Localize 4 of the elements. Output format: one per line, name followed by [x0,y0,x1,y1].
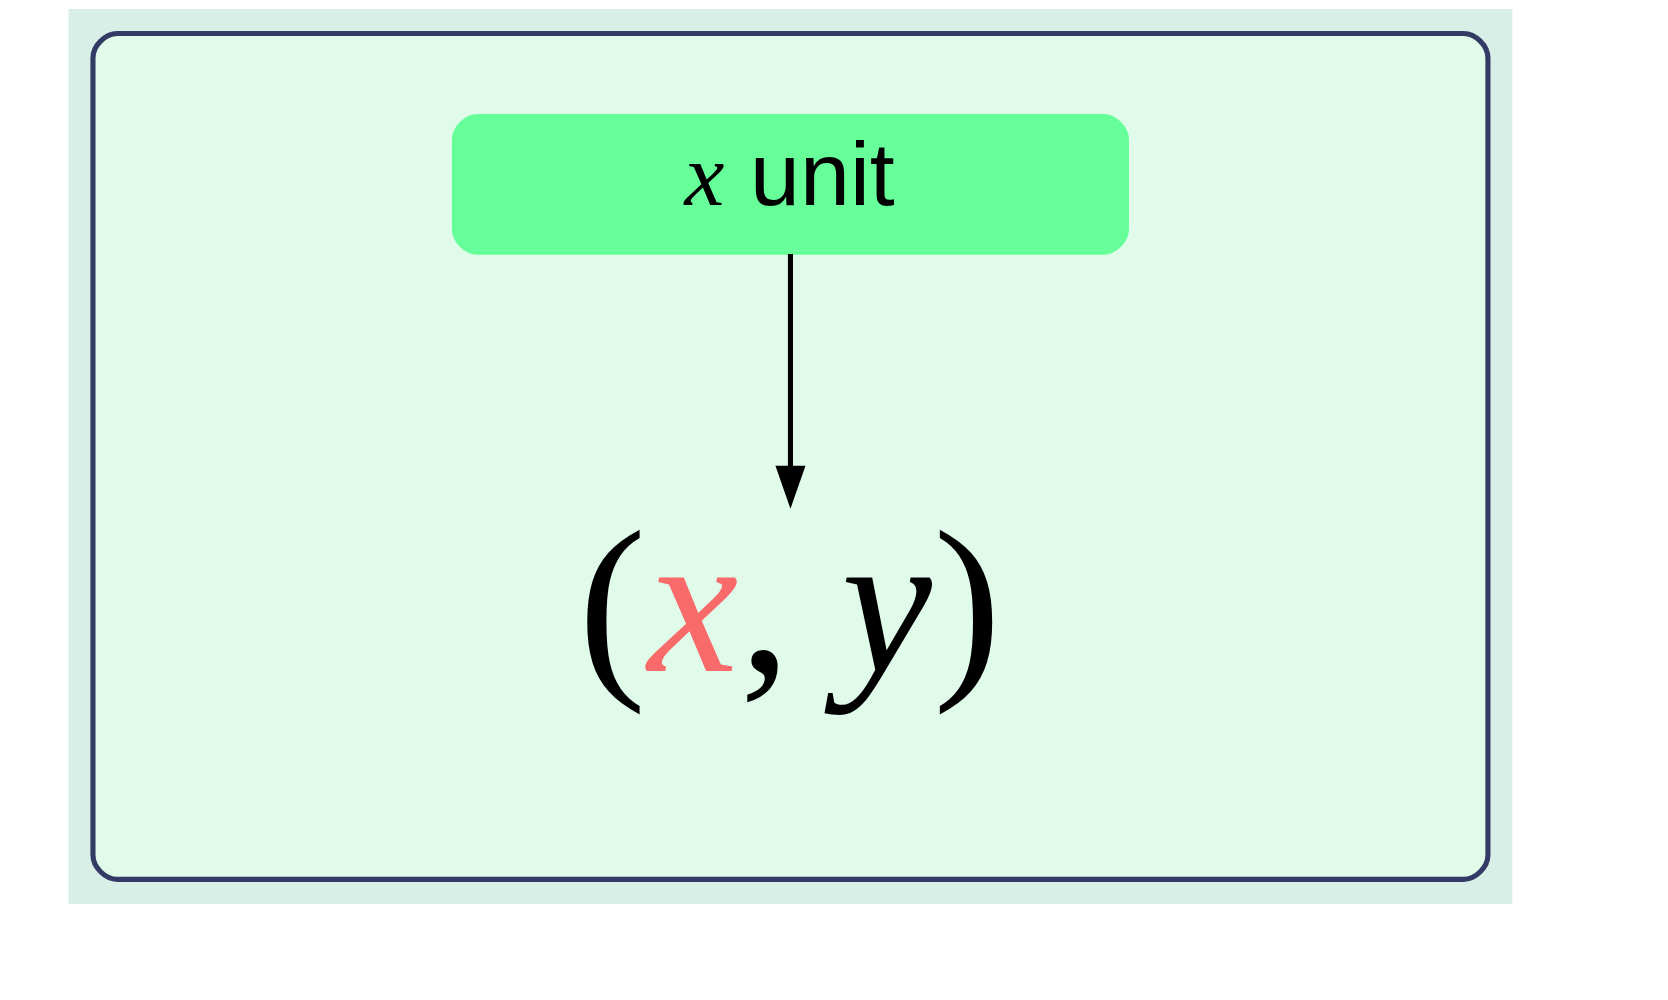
node-text: (x, y) [577,488,1001,715]
arrow [774,253,805,509]
cluster [89,30,1490,882]
node-box: x unit [451,113,1129,255]
